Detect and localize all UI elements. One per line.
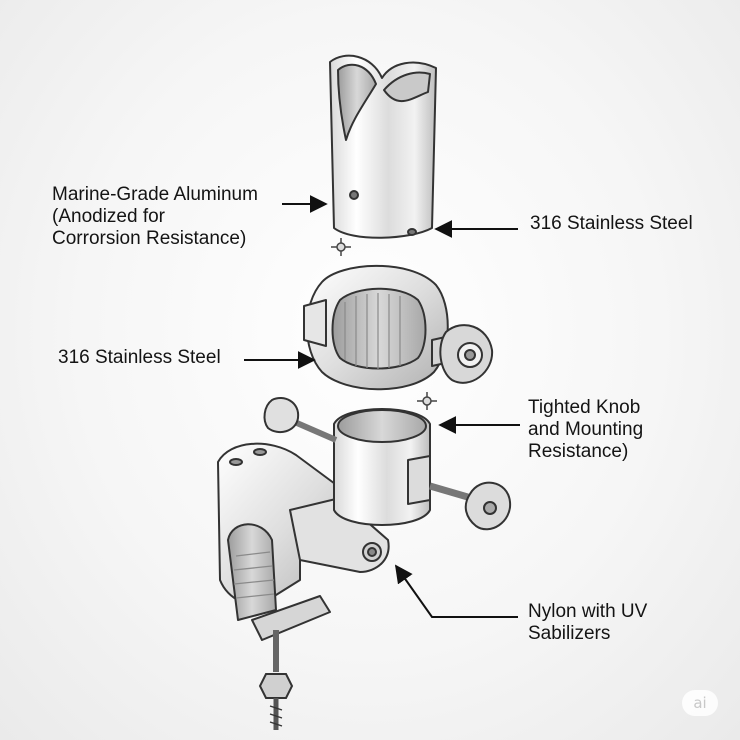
label-steel-top: 316 Stainless Steel (530, 213, 693, 235)
side-knob-middle (439, 324, 494, 384)
arrow-nylon (394, 564, 518, 618)
small-screw-middle (417, 392, 437, 410)
base-clamp-body (217, 442, 390, 641)
tightening-bolt-left (263, 397, 338, 443)
label-knob-line1: Tighted Knob (528, 397, 641, 418)
label-aluminum-line3: Corrorsion Resistance) (52, 228, 247, 249)
small-screw-top (331, 238, 351, 256)
label-nylon: Nylon with UV Sabilizers (528, 601, 647, 645)
mounting-screw (258, 630, 294, 730)
label-aluminum: Marine-Grade Aluminum (Anodized for Corr… (52, 184, 258, 250)
label-nylon-line2: Sabilizers (528, 623, 611, 644)
tightening-knob-right (429, 481, 512, 531)
label-steel-left-line1: 316 Stainless Steel (58, 347, 221, 368)
label-nylon-line1: Nylon with UV (528, 601, 648, 622)
label-steel-top-line1: 316 Stainless Steel (530, 213, 693, 234)
label-knob-line2: and Mounting (528, 419, 644, 440)
label-steel-left: 316 Stainless Steel (58, 347, 221, 369)
rod-socket (333, 408, 431, 526)
label-knob: Tighted Knob and Mounting Resistance) (528, 397, 643, 463)
label-knob-line3: Resistance) (528, 441, 629, 462)
label-aluminum-line1: Marine-Grade Aluminum (52, 184, 258, 205)
ai-watermark-badge: ai (682, 690, 718, 716)
label-aluminum-line2: (Anodized for (52, 206, 166, 227)
aluminum-tube (329, 54, 437, 239)
clamp-ring (303, 264, 451, 391)
callout-arrows (244, 195, 520, 618)
